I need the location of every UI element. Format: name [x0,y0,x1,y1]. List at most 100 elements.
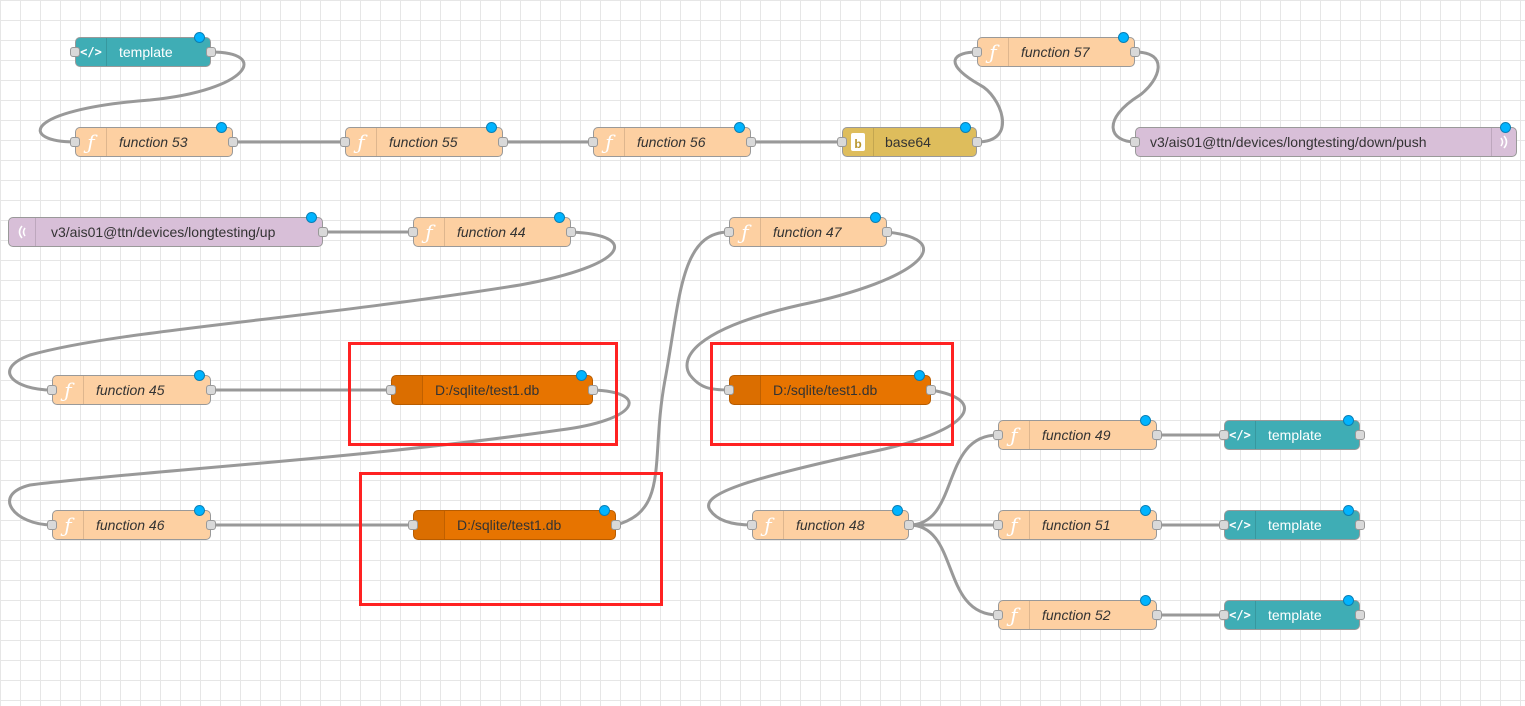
sqlite-node-3[interactable]: D:/sqlite/test1.db [408,505,621,540]
input-port[interactable] [340,137,350,147]
input-port[interactable] [972,47,982,57]
output-port[interactable] [206,47,216,57]
template-code-icon: </> [1225,511,1256,539]
function-icon: ƒ [978,38,1009,66]
wire-db1-to-function46 [8,388,631,527]
function-node-57[interactable]: ƒ function 57 [972,32,1140,67]
database-icon [414,511,445,539]
function-node-55[interactable]: ƒ function 55 [340,122,508,157]
output-port[interactable] [566,227,576,237]
input-port[interactable] [408,520,418,530]
input-port[interactable] [993,520,1003,530]
wire-function48-to-function49 [907,433,1000,527]
wire-db3-to-function47 [614,230,731,527]
input-port[interactable] [70,137,80,147]
output-port[interactable] [206,520,216,530]
function-node-45[interactable]: ƒ function 45 [47,370,216,405]
output-port[interactable] [882,227,892,237]
changed-indicator [1500,122,1511,133]
changed-indicator [1140,415,1151,426]
changed-indicator [870,212,881,223]
output-port[interactable] [926,385,936,395]
input-port[interactable] [386,385,396,395]
output-port[interactable] [972,137,982,147]
output-port[interactable] [1355,610,1365,620]
output-port[interactable] [1152,610,1162,620]
wire-db2-to-function48 [707,388,966,527]
sqlite-node-2[interactable]: D:/sqlite/test1.db [724,370,936,405]
input-port[interactable] [588,137,598,147]
input-port[interactable] [47,385,57,395]
template-node-top[interactable]: </> template [70,32,216,67]
template-node-52[interactable]: </> template [1219,595,1365,630]
input-port[interactable] [724,227,734,237]
changed-indicator [1343,415,1354,426]
output-port[interactable] [228,137,238,147]
output-port[interactable] [1355,520,1365,530]
node-label: function 49 [1042,427,1111,443]
output-port[interactable] [318,227,328,237]
node-label: v3/ais01@ttn/devices/longtesting/down/pu… [1150,134,1427,150]
input-port[interactable] [1130,137,1140,147]
node-label: function 46 [96,517,165,533]
node-label: D:/sqlite/test1.db [457,517,562,533]
output-port[interactable] [1152,430,1162,440]
input-port[interactable] [1219,430,1229,440]
changed-indicator [486,122,497,133]
function-node-46[interactable]: ƒ function 46 [47,505,216,540]
node-label: function 47 [773,224,842,240]
node-label: D:/sqlite/test1.db [435,382,540,398]
input-port[interactable] [1219,520,1229,530]
mqtt-in-node[interactable]: v3/ais01@ttn/devices/longtesting/up [8,212,328,247]
output-port[interactable] [1152,520,1162,530]
output-port[interactable] [498,137,508,147]
input-port[interactable] [993,430,1003,440]
output-port[interactable] [1130,47,1140,57]
function-node-56[interactable]: ƒ function 56 [588,122,756,157]
function-icon: ƒ [76,128,107,156]
function-node-44[interactable]: ƒ function 44 [408,212,576,247]
changed-indicator [960,122,971,133]
function-node-49[interactable]: ƒ function 49 [993,415,1162,450]
sqlite-node-1[interactable]: D:/sqlite/test1.db [386,370,598,405]
wire-function47-to-db2 [685,230,925,392]
changed-indicator [194,505,205,516]
function-node-48[interactable]: ƒ function 48 [747,505,914,540]
output-port[interactable] [611,520,621,530]
input-port[interactable] [47,520,57,530]
function-node-51[interactable]: ƒ function 51 [993,505,1162,540]
input-port[interactable] [70,47,80,57]
input-port[interactable] [408,227,418,237]
changed-indicator [216,122,227,133]
function-node-53[interactable]: ƒ function 53 [70,122,238,157]
input-port[interactable] [837,137,847,147]
function-icon: ƒ [730,218,761,246]
output-port[interactable] [588,385,598,395]
output-port[interactable] [746,137,756,147]
output-port[interactable] [904,520,914,530]
function-node-52[interactable]: ƒ function 52 [993,595,1162,630]
function-icon: ƒ [346,128,377,156]
input-port[interactable] [747,520,757,530]
node-label: function 52 [1042,607,1111,623]
function-icon: ƒ [999,421,1030,449]
wire-base64-to-function57 [953,50,1004,144]
input-port[interactable] [724,385,734,395]
changed-indicator [734,122,745,133]
base64-node[interactable]: b base64 [837,122,982,157]
input-port[interactable] [993,610,1003,620]
node-label: function 48 [796,517,865,533]
output-port[interactable] [206,385,216,395]
template-node-51[interactable]: </> template [1219,505,1365,540]
function-icon: ƒ [414,218,445,246]
function-node-47[interactable]: ƒ function 47 [724,212,892,247]
input-port[interactable] [1219,610,1229,620]
changed-indicator [599,505,610,516]
highlight-box-db3 [359,472,663,606]
mqtt-out-node[interactable]: v3/ais01@ttn/devices/longtesting/down/pu… [1130,122,1517,157]
changed-indicator [194,32,205,43]
highlight-box-db1 [348,342,618,446]
output-port[interactable] [1355,430,1365,440]
template-node-49[interactable]: </> template [1219,415,1365,450]
function-icon: ƒ [53,511,84,539]
